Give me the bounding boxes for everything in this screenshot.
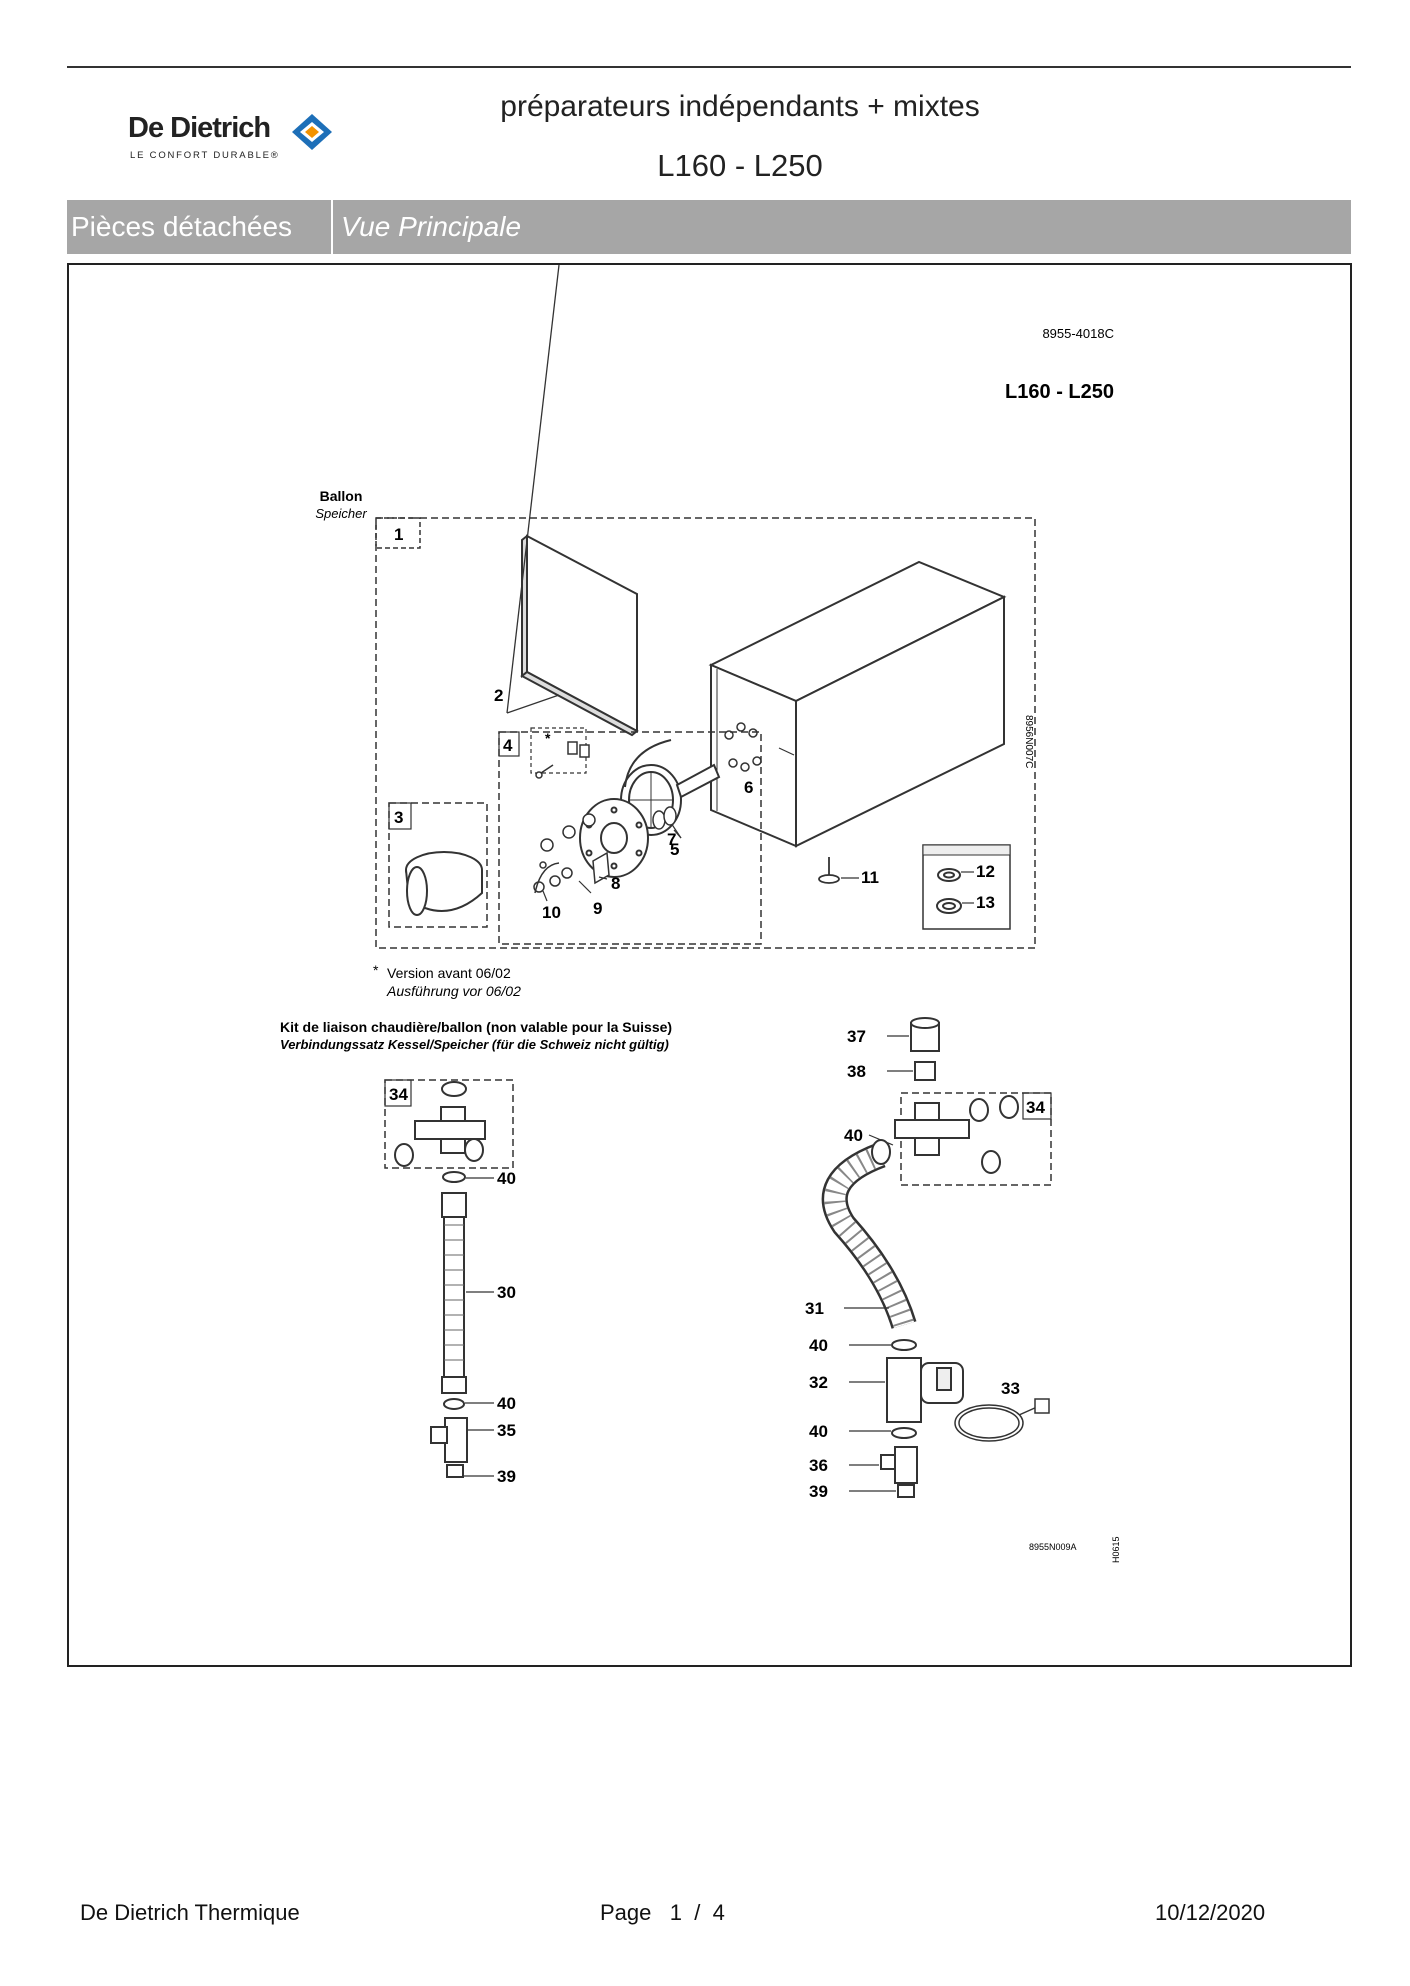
- part-box-3: [388, 802, 488, 928]
- footnote-de: Ausführung vor 06/02: [386, 983, 521, 999]
- part-label-2: 2: [494, 686, 503, 705]
- part-label-5: 5: [670, 840, 679, 859]
- part-label-32: 32: [809, 1373, 828, 1392]
- brand-tagline: LE CONFORT DURABLE®: [130, 150, 280, 161]
- part-label-10: 10: [542, 903, 561, 922]
- drawing-frame: 8955-4018C L160 - L250 Ballon Speicher 1…: [67, 263, 1352, 1667]
- part-label-30: 30: [497, 1283, 516, 1302]
- circulator-pump: [886, 1357, 964, 1423]
- diamond-logo-icon: [292, 114, 332, 150]
- page-total: 4: [712, 1900, 725, 1925]
- cross-fitting-left: [394, 1081, 486, 1167]
- insulation-panel: [520, 533, 639, 737]
- exploded-view-drawing: 8955-4018C L160 - L250 Ballon Speicher 1…: [280, 265, 1121, 1563]
- tee-valve-left: [430, 1417, 468, 1478]
- page-title: préparateurs indépendants + mixtes: [500, 90, 980, 123]
- part-label-40-right-top: 40: [844, 1126, 863, 1145]
- part-label-13: 13: [976, 893, 995, 912]
- part-label-37: 37: [847, 1027, 866, 1046]
- part-label-40-right-bottom: 40: [809, 1422, 828, 1441]
- bottom-code: 8955N009A: [1029, 1542, 1077, 1552]
- kit-title-fr: Kit de liaison chaudière/ballon (non val…: [280, 1019, 672, 1035]
- footer-page: Page 1 / 4: [600, 1900, 725, 1926]
- footer-company: De Dietrich Thermique: [80, 1900, 300, 1925]
- footnote-marker: *: [373, 962, 379, 978]
- footer-date: 10/12/2020: [1155, 1900, 1266, 1925]
- ballon-group-outline: [375, 517, 1036, 949]
- part-box-1: [375, 517, 421, 549]
- part-label-34-left: 34: [389, 1085, 408, 1104]
- section-category: Pièces détachées: [67, 200, 333, 254]
- valve-36: [880, 1446, 918, 1498]
- brand-logo: De Dietrich LE CONFORT DURABLE®: [128, 112, 348, 167]
- group-title-de: Speicher: [315, 506, 367, 521]
- page-separator: /: [694, 1900, 701, 1925]
- page-label: Page: [600, 1900, 652, 1925]
- reducer-38: [914, 1061, 936, 1081]
- part-label-40-right-mid: 40: [809, 1336, 828, 1355]
- air-vent: [910, 1017, 940, 1052]
- page-subtitle: L160 - L250: [657, 148, 823, 183]
- part-label-39-right: 39: [809, 1482, 828, 1501]
- part-label-36: 36: [809, 1456, 828, 1475]
- part-label-33: 33: [1001, 1379, 1020, 1398]
- part-label-34-right: 34: [1026, 1098, 1045, 1117]
- tank-body: [708, 560, 1007, 848]
- part-box-12-13: [922, 844, 1011, 930]
- part-label-39-left: 39: [497, 1467, 516, 1486]
- part-label-8: 8: [611, 874, 620, 893]
- version-parts: [535, 741, 590, 779]
- flange-plate: [579, 798, 649, 878]
- nuts-washers: [533, 813, 610, 894]
- part-label-38: 38: [847, 1062, 866, 1081]
- flex-hose-straight: [441, 1171, 467, 1410]
- group-title-fr: Ballon: [320, 488, 363, 504]
- part-label-40-left-top: 40: [497, 1169, 516, 1188]
- part-label-4: 4: [503, 736, 513, 755]
- part-label-7: 7: [667, 830, 676, 849]
- hose-ribs-left: [444, 1224, 464, 1361]
- footnote-marker-box: *: [545, 730, 551, 746]
- part-label-12: 12: [976, 862, 995, 881]
- part-label-6: 6: [744, 778, 753, 797]
- part-label-1: 1: [394, 525, 403, 544]
- part-label-11: 11: [861, 868, 879, 887]
- bottom-code-rotated: H0615: [1111, 1536, 1121, 1563]
- top-rule: [67, 66, 1351, 68]
- flange-studs: [724, 722, 762, 772]
- pump-cable: [954, 1398, 1050, 1442]
- seal-40-right-mid: [891, 1339, 917, 1351]
- gasket-rings: [936, 868, 962, 914]
- brand-name: De Dietrich: [128, 112, 271, 144]
- section-view: Vue Principale: [341, 211, 522, 242]
- flex-hose-curved: [821, 1139, 917, 1329]
- drawing-model-title: L160 - L250: [1005, 381, 1114, 403]
- seal-40-right-bottom: [891, 1427, 917, 1439]
- part-label-40-left-bottom: 40: [497, 1394, 516, 1413]
- doc-reference: 8955-4018C: [1042, 326, 1114, 341]
- side-code: 8956N007C: [1023, 715, 1034, 768]
- cross-fitting-right: [894, 1095, 1019, 1174]
- part-label-35: 35: [497, 1421, 516, 1440]
- seal-ring: [652, 806, 677, 830]
- leveling-foot: [818, 857, 840, 884]
- part-label-31: 31: [805, 1299, 824, 1318]
- cover-cap: [405, 851, 483, 916]
- part-box-34-left: [384, 1079, 514, 1169]
- section-bar: Pièces détachées Vue Principale: [67, 200, 1351, 254]
- part-box-4: [498, 731, 762, 945]
- part-label-3: 3: [394, 808, 403, 827]
- page-current: 1: [669, 1900, 682, 1925]
- kit-title-de: Verbindungssatz Kessel/Speicher (für die…: [280, 1037, 669, 1052]
- footnote-fr: Version avant 06/02: [387, 965, 511, 981]
- part-label-9: 9: [593, 899, 602, 918]
